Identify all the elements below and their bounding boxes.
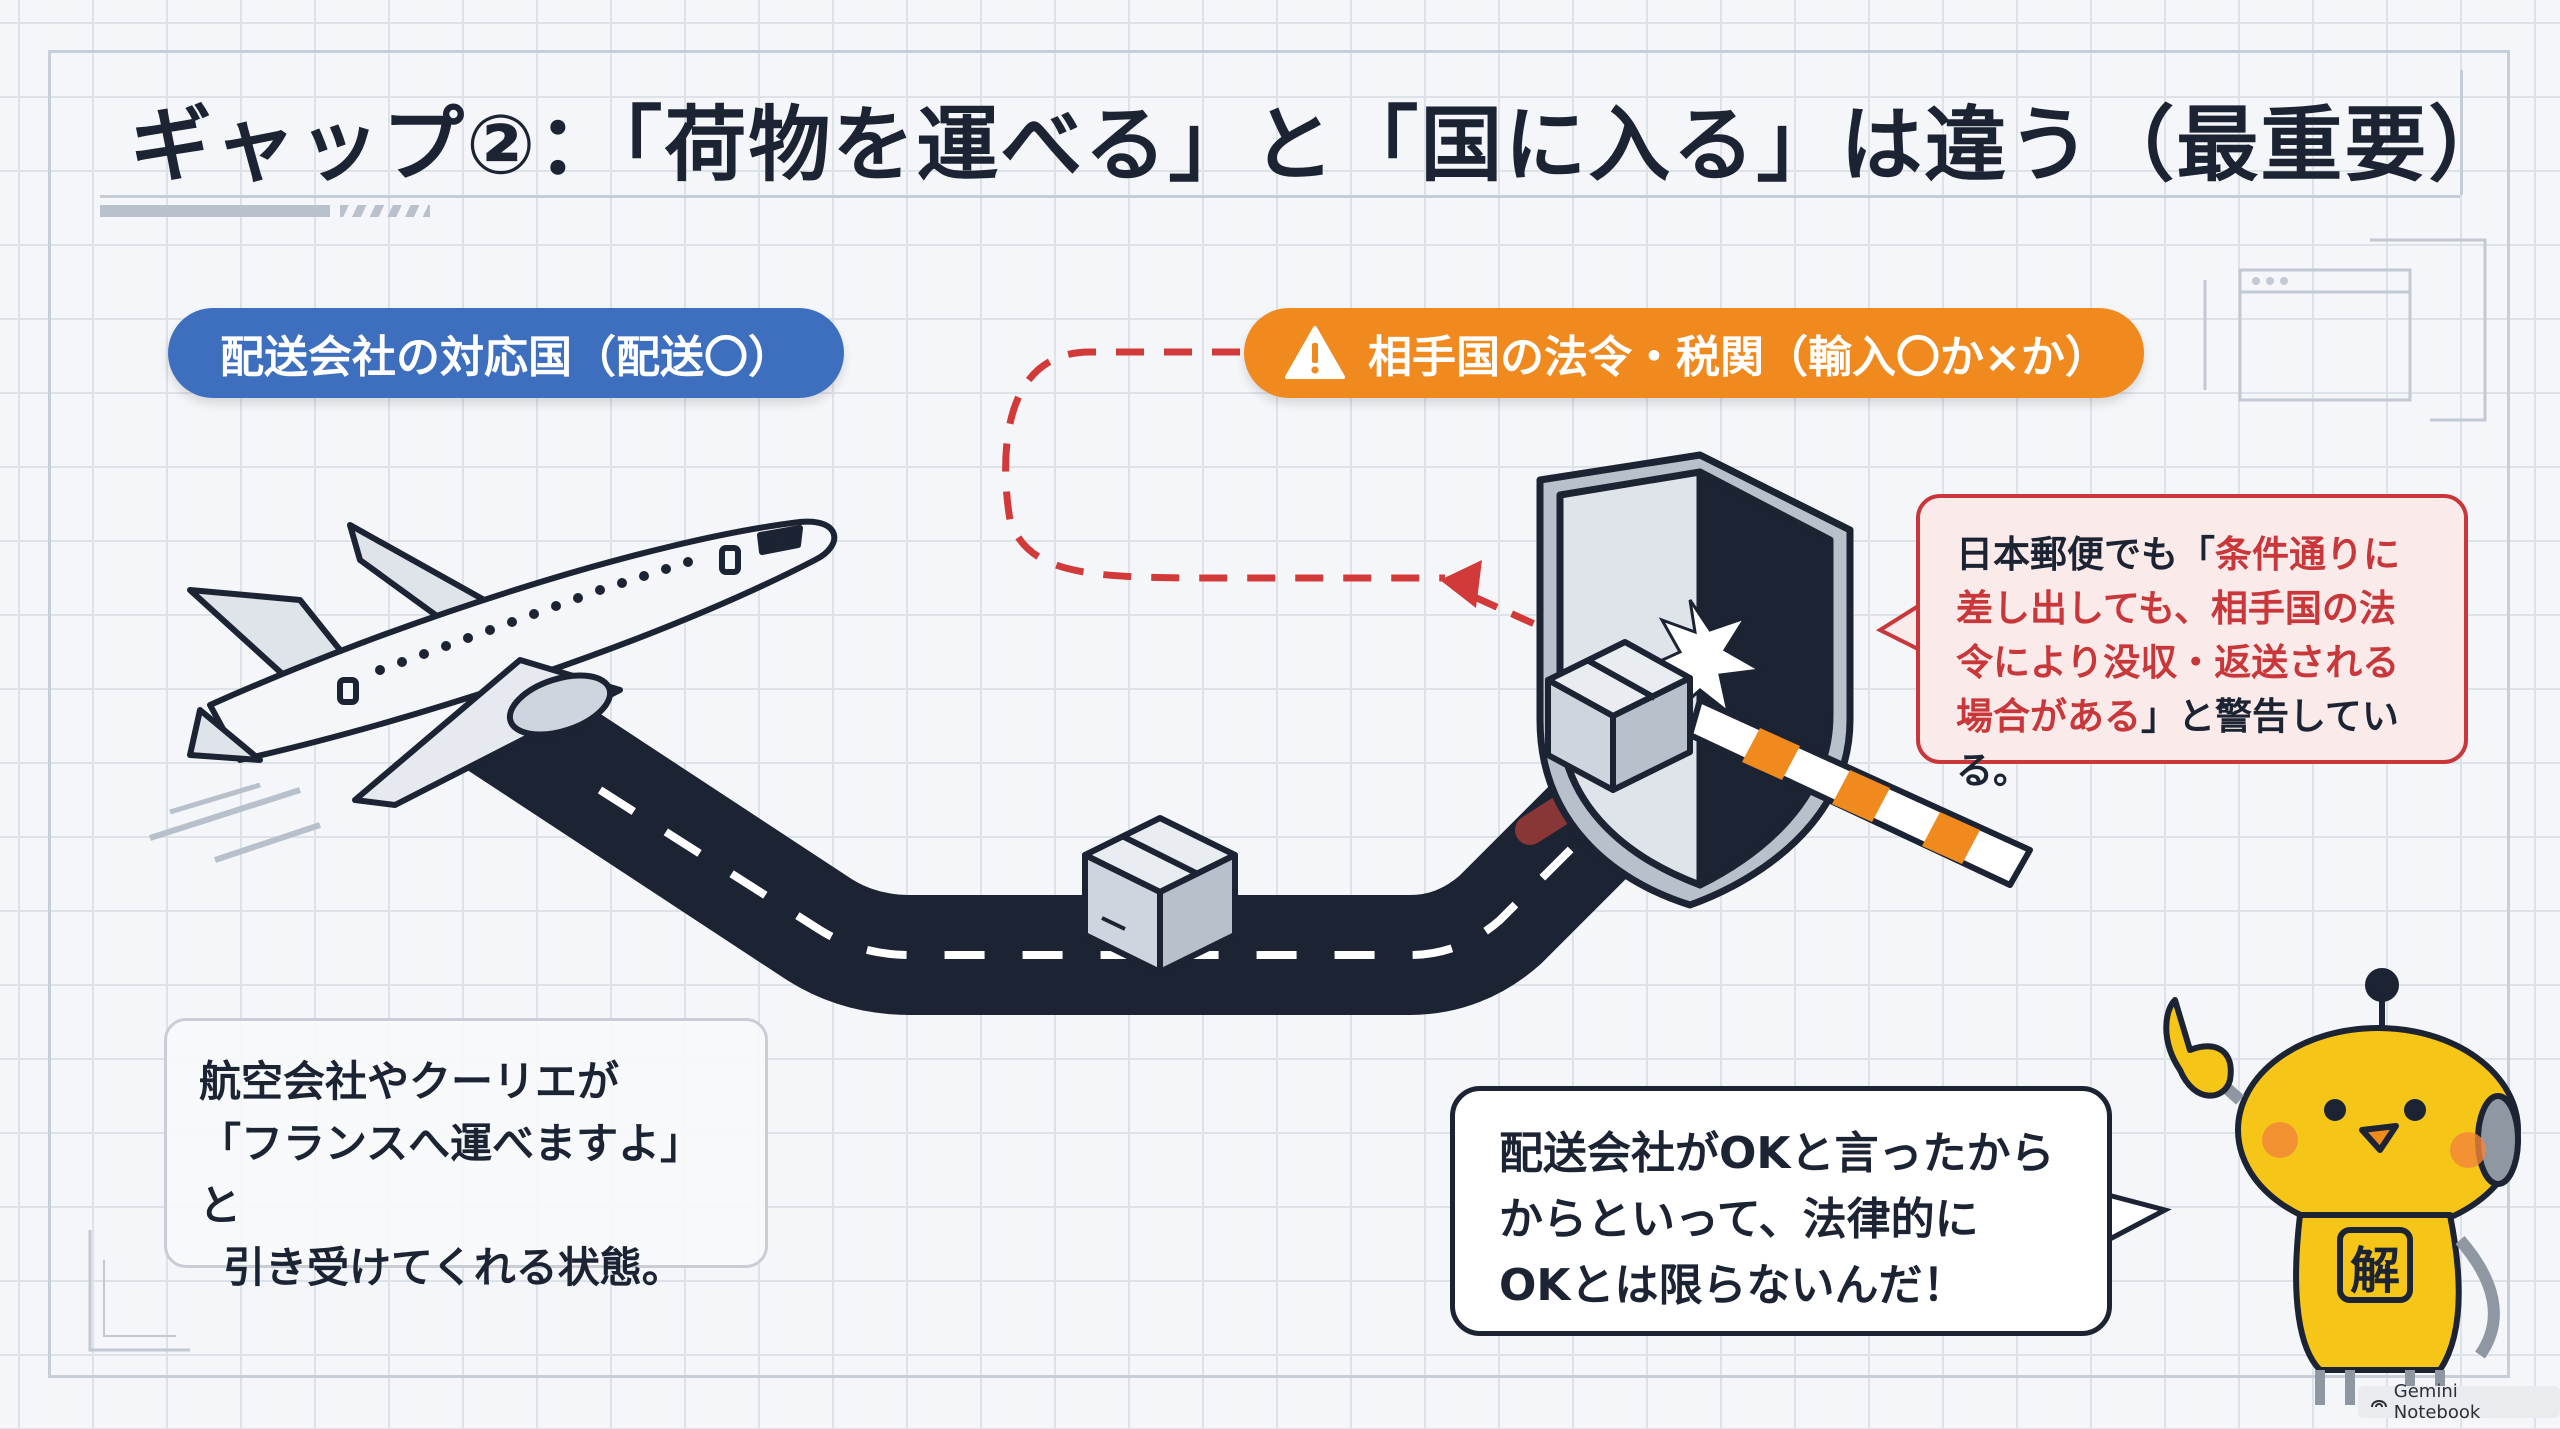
airplane-icon (149, 518, 838, 863)
mascot-robot-icon (2163, 968, 2521, 1405)
window-outline-icon (2203, 238, 2487, 422)
title-underline (100, 195, 2460, 198)
title-corner-decoration (2440, 70, 2463, 195)
mascot-badge: 解 (2350, 1242, 2400, 1300)
callout-tail (1875, 603, 1922, 652)
carrier-coverage-label: 配送会社の対応国（配送〇） (168, 308, 844, 398)
warning-callout-suffix: 」と警告している。 (1956, 695, 2399, 792)
title-accent-bar (100, 205, 330, 217)
carrier-note-line-2: 「フランスへ運べますよ」と (199, 1119, 703, 1230)
speech-line-3: OKとは限らないんだ！ (1499, 1260, 1967, 1311)
blocked-package-icon (1545, 639, 1693, 793)
watermark-text: Gemini Notebook (2393, 1381, 2481, 1423)
barrier-gate-icon (1687, 697, 2033, 888)
notebook-logo-icon (2371, 1400, 2387, 1408)
package-box-icon (1082, 815, 1238, 975)
carrier-note-line-3: 引き受けてくれる状態。 (223, 1243, 684, 1292)
mascot-speech-bubble: 配送会社がOKと言ったから からといって、法律的に OKとは限らないんだ！ (1450, 1086, 2112, 1336)
warning-callout-highlight: 条件通りに差し出しても、相手国の法令により没収・返送される場合がある (1956, 533, 2400, 738)
corner-bracket-decoration (88, 1230, 190, 1352)
impact-burst-icon (1640, 599, 1765, 720)
watermark: Gemini Notebook (2358, 1381, 2560, 1423)
warning-callout: 日本郵便でも「条件通りに差し出しても、相手国の法令により没収・返送される場合があ… (1916, 494, 2468, 792)
speech-tail (2106, 1192, 2172, 1243)
slide-frame (48, 50, 2510, 1378)
warning-icon (1285, 326, 1345, 379)
title-accent-stripes (340, 205, 430, 217)
page-title: ギャップ②：「荷物を運べる」と「国に入る」は違う（最重要） (130, 98, 2513, 193)
road (437, 649, 1743, 1015)
warning-callout-prefix: 日本郵便でも「 (1956, 533, 2215, 576)
return-arrow-head-icon (1440, 560, 1482, 608)
carrier-coverage-text: 配送会社の対応国（配送〇） (220, 332, 792, 383)
customs-law-text: 相手国の法令・税関（輸入〇か×か） (1368, 332, 2109, 383)
customs-law-label: 相手国の法令・税関（輸入〇か×か） (1244, 308, 2144, 398)
carrier-note: 航空会社やクーリエが 「フランスへ運べますよ」と 引き受けてくれる状態。 (164, 1018, 768, 1292)
speech-line-2: からといって、法律的に (1499, 1194, 1979, 1245)
carrier-note-line-1: 航空会社やクーリエが (199, 1057, 620, 1106)
airplane-windows (375, 557, 693, 675)
return-path-dashed-line (1002, 348, 1445, 582)
speech-line-1: 配送会社がOKと言ったから (1499, 1128, 2055, 1179)
